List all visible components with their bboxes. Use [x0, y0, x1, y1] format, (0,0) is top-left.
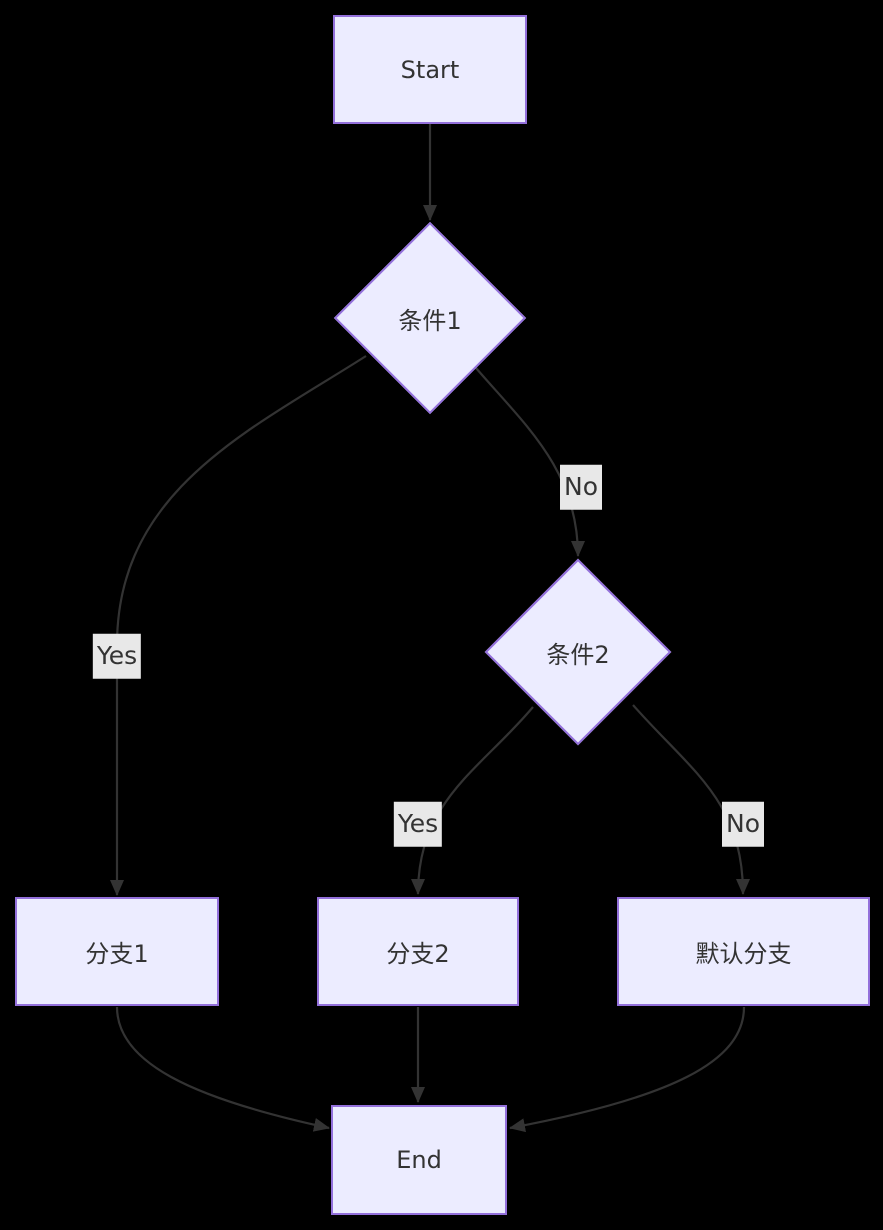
edge-cond2-to-default-branch [632, 704, 750, 895]
edge-label-cond1-no-text: No [564, 471, 598, 501]
edge-label-cond2-no-text: No [726, 808, 760, 838]
edge-cond1-to-cond2 [475, 367, 585, 557]
edge-cond1-to-branch1 [110, 355, 367, 896]
node-branch2: 分支2 [317, 897, 519, 1006]
edge-label-cond2-no: No [722, 801, 764, 847]
edge-cond2-to-branch2 [411, 706, 534, 895]
node-default-branch: 默认分支 [617, 897, 870, 1006]
node-branch2-label: 分支2 [386, 940, 450, 968]
node-branch1-label: 分支1 [85, 940, 149, 968]
edge-branch1-to-end [115, 1006, 330, 1132]
node-end: End [331, 1105, 507, 1215]
node-start: Start [333, 15, 527, 124]
edge-label-cond1-yes: Yes [92, 633, 142, 679]
node-end-label: End [396, 1146, 442, 1174]
edge-default-branch-to-end [509, 1006, 746, 1133]
edge-label-cond2-yes: Yes [393, 801, 443, 847]
edge-label-cond1-no: No [560, 464, 602, 510]
edge-label-cond2-yes-text: Yes [397, 808, 439, 838]
node-start-label: Start [400, 55, 460, 84]
node-default-branch-label: 默认分支 [695, 940, 792, 968]
node-branch1: 分支1 [15, 897, 219, 1006]
edge-label-cond1-yes-text: Yes [96, 640, 138, 670]
